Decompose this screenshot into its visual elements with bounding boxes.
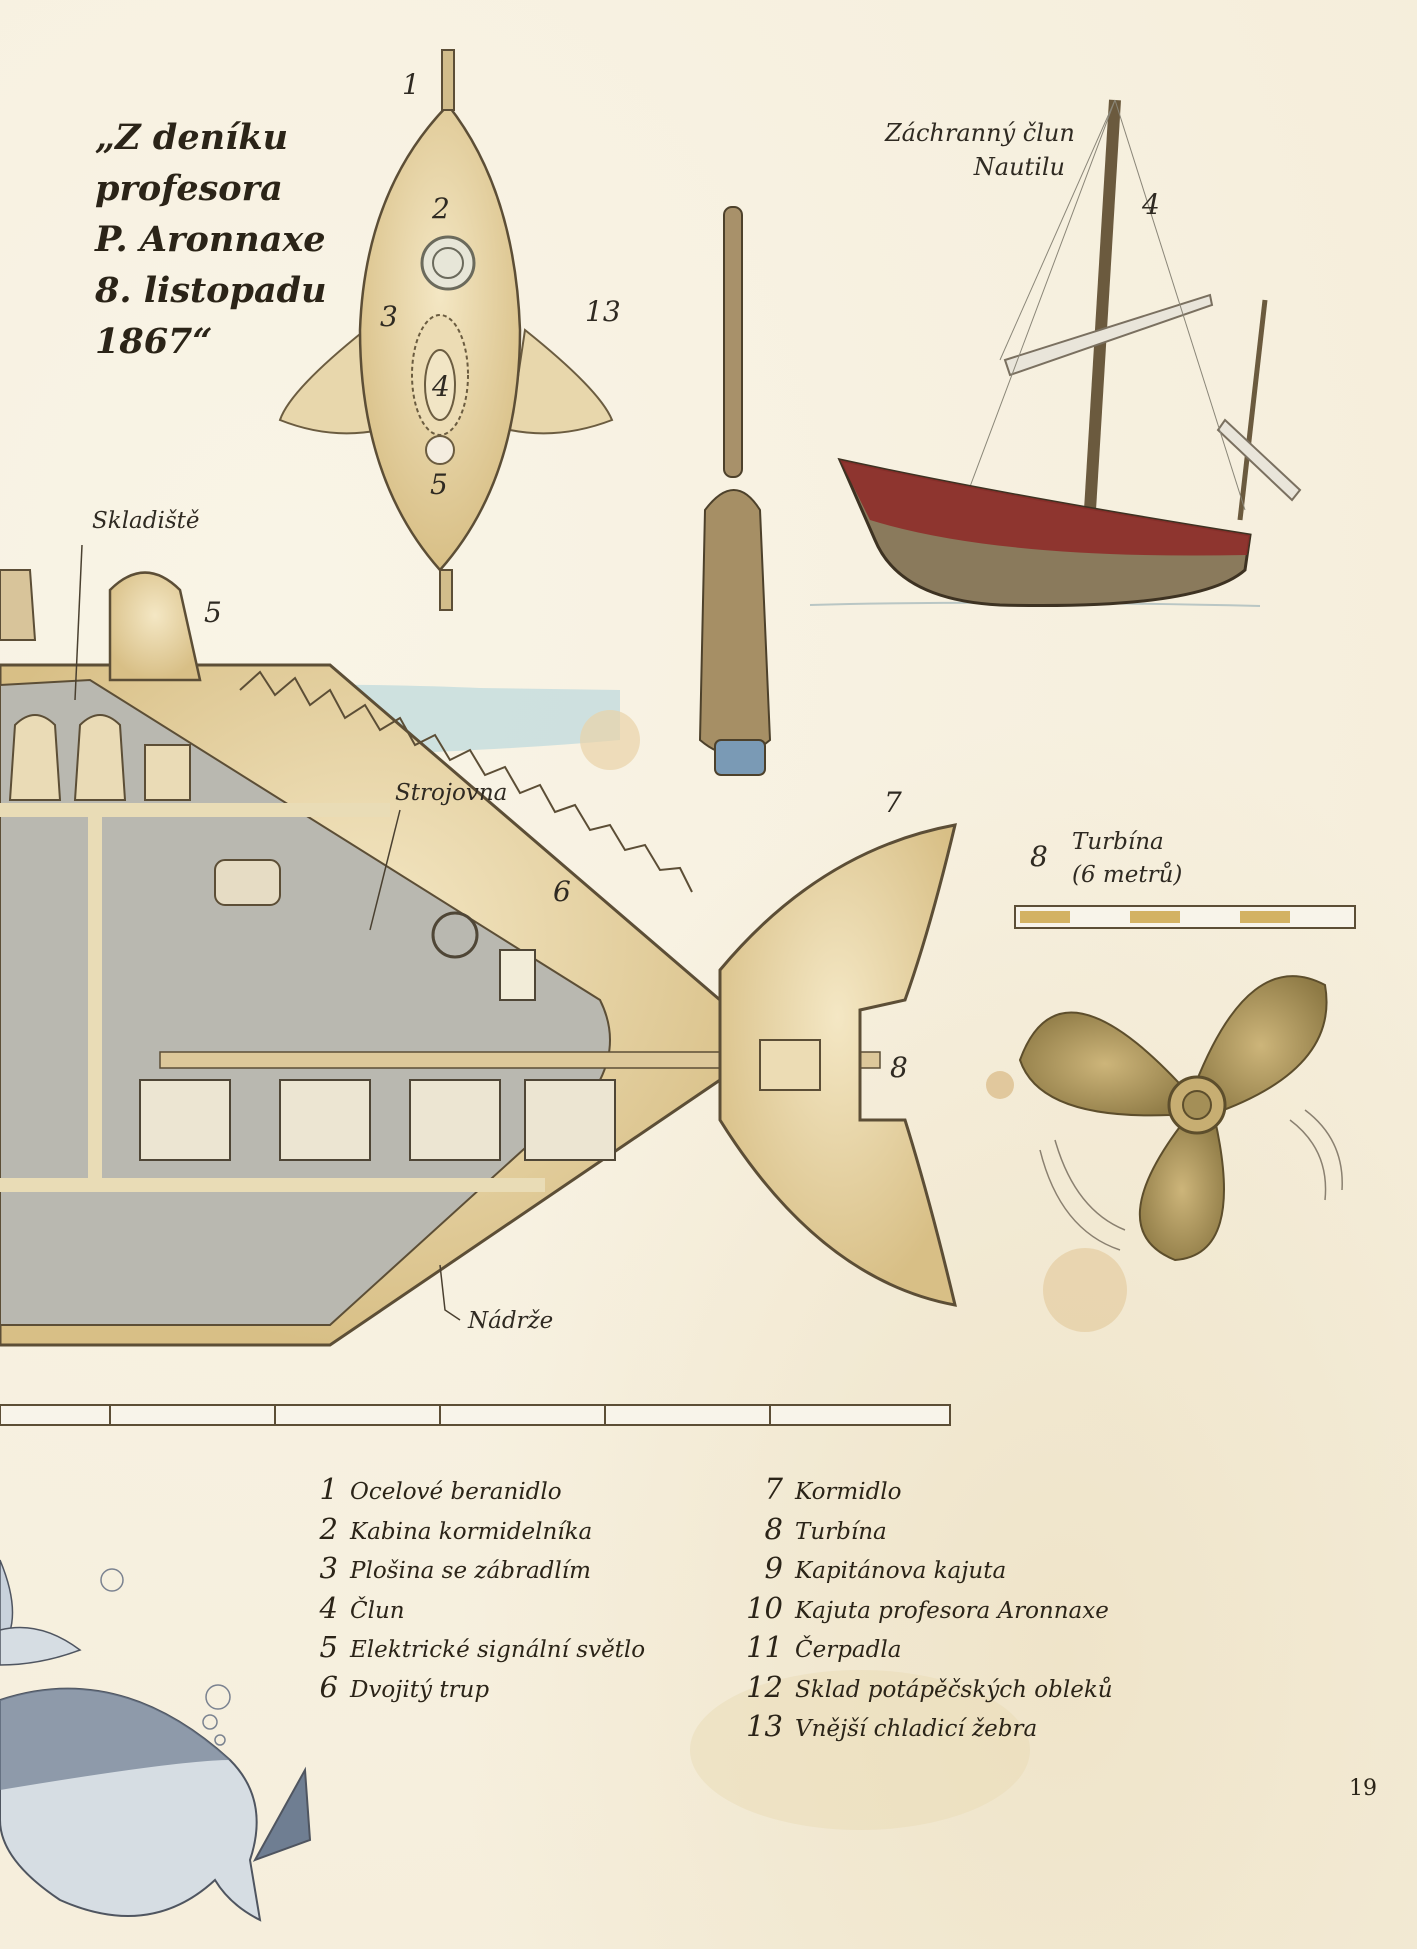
legend-label: Kajuta profesora Aronnaxe: [795, 1597, 1109, 1624]
label-tanks: Nádrže: [468, 1308, 554, 1334]
legend-number: 7: [764, 1472, 783, 1506]
callout-turbine-8: 8: [1030, 840, 1048, 873]
leader-tanks: [439, 1264, 461, 1321]
scale-bar-turbine: [1014, 905, 1356, 929]
legend-number: 4: [319, 1590, 338, 1625]
legend-number: 10: [746, 1590, 783, 1625]
coffee-stain: [986, 1071, 1014, 1099]
legend-number: 13: [746, 1709, 783, 1743]
legend-label: Turbína: [795, 1518, 887, 1545]
legend-item: 11 Čerpadla: [735, 1630, 1113, 1670]
propeller-drawing: [1018, 975, 1343, 1262]
legend-label: Kormidlo: [795, 1479, 902, 1505]
label-lifeboat-line1: Záchranný člun: [885, 119, 1075, 147]
tail-rudder: [718, 823, 957, 1307]
legend-label: Čerpadla: [795, 1637, 902, 1663]
callout-4: 4: [432, 370, 450, 403]
legend-label: Vnější chladicí žebra: [795, 1716, 1038, 1742]
callout-13: 13: [585, 295, 621, 328]
label-lifeboat: Záchranný člun Nautilu: [885, 116, 1075, 184]
callout-side-8: 8: [890, 1051, 908, 1084]
label-turbine-line2: (6 metrů): [1072, 862, 1183, 888]
legend-label: Kapitánova kajuta: [795, 1558, 1007, 1584]
legend-item: 8 Turbína: [735, 1512, 1113, 1552]
legend-item: 13 Vnější chladicí žebra: [735, 1709, 1113, 1749]
legend-item: 4 Člun: [300, 1591, 645, 1631]
oar-drawing: [698, 206, 772, 776]
callout-boat-4: 4: [1142, 188, 1160, 221]
diary-title: „Z deníku profesora P. Aronnaxe 8. listo…: [95, 112, 355, 367]
fish-drawing: [0, 1559, 312, 1922]
callout-side-6: 6: [553, 875, 571, 908]
label-storage: Skladiště: [92, 508, 200, 534]
legend-label: Sklad potápěčských obleků: [795, 1676, 1113, 1703]
legend-label: Dvojitý trup: [350, 1676, 490, 1703]
legend-label: Kabina kormidelníka: [350, 1518, 593, 1545]
label-engine-room: Strojovna: [395, 780, 508, 806]
leader-storage: [74, 544, 83, 701]
submarine-cutaway: [0, 569, 957, 1347]
title-line: 8. listopadu: [95, 270, 327, 311]
callout-5: 5: [430, 468, 448, 501]
legend-number: 9: [764, 1551, 783, 1585]
cooling-fins: [239, 670, 693, 893]
callout-1: 1: [402, 68, 420, 101]
callout-side-5: 5: [204, 596, 222, 629]
conning-tower: [108, 571, 202, 682]
lifeboat-drawing: [837, 99, 1302, 608]
callout-side-7: 7: [884, 786, 902, 819]
legend-label: Člun: [350, 1597, 405, 1624]
title-line: 1867“: [95, 321, 213, 362]
legend-label: Elektrické signální světlo: [350, 1637, 646, 1663]
coffee-stain: [690, 1670, 1030, 1830]
storage-sacks: [8, 714, 191, 801]
engine-blocks: [139, 1079, 616, 1161]
coffee-stain: [580, 710, 640, 770]
leader-engine: [369, 809, 401, 931]
label-turbine: Turbína (6 metrů): [1072, 826, 1182, 892]
title-line: profesora: [95, 168, 283, 209]
submarine-top-view: [278, 49, 614, 611]
legend-number: 3: [319, 1551, 338, 1585]
label-turbine-line1: Turbína: [1072, 829, 1164, 855]
legend-item: 7 Kormidlo: [735, 1472, 1113, 1512]
legend-number: 8: [764, 1511, 783, 1546]
callout-3: 3: [380, 300, 398, 333]
legend-number: 11: [746, 1630, 783, 1664]
scale-bar-submarine: [0, 1404, 951, 1426]
legend-item: 6 Dvojitý trup: [300, 1670, 645, 1710]
legend-right: 7 Kormidlo 8 Turbína 9 Kapitánova kajuta 10…: [735, 1472, 1113, 1749]
callout-2: 2: [432, 192, 450, 225]
legend-item: 9 Kapitánova kajuta: [735, 1551, 1113, 1591]
legend-number: 1: [319, 1472, 338, 1506]
legend-item: 1 Ocelové beranidlo: [300, 1472, 645, 1512]
legend-item: 10 Kajuta profesora Aronnaxe: [735, 1591, 1113, 1631]
legend-number: 5: [319, 1630, 338, 1664]
coffee-stain: [1043, 1248, 1127, 1332]
legend-number: 6: [319, 1669, 338, 1704]
legend-item: 12 Sklad potápěčských obleků: [735, 1669, 1113, 1710]
title-line: „Z deníku: [95, 117, 289, 158]
label-lifeboat-line2: Nautilu: [973, 153, 1065, 181]
legend-item: 3 Plošina se zábradlím: [300, 1551, 645, 1591]
title-line: P. Aronnaxe: [95, 219, 326, 260]
legend-item: 5 Elektrické signální světlo: [300, 1630, 646, 1670]
legend-label: Plošina se zábradlím: [350, 1558, 591, 1584]
legend-item: 2 Kabina kormidelníka: [300, 1512, 645, 1552]
legend-number: 12: [746, 1669, 783, 1704]
legend-number: 2: [319, 1511, 338, 1546]
legend-label: Ocelové beranidlo: [350, 1479, 562, 1505]
page-number: 19: [1349, 1776, 1377, 1801]
